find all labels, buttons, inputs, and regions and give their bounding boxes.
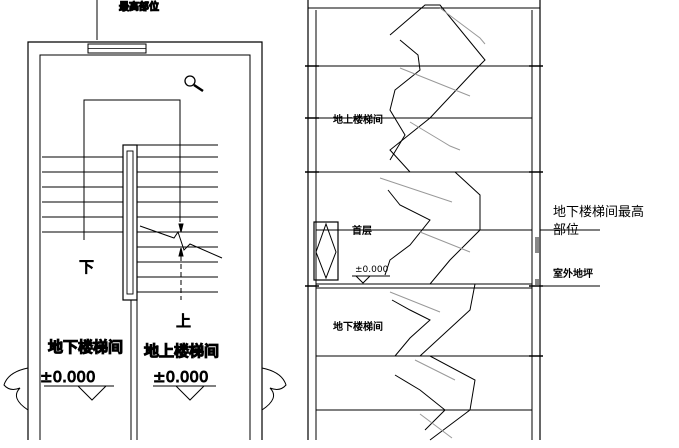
plan-top-label: 最高部位 [119, 0, 159, 13]
section-view [305, 0, 600, 441]
section-lower-room: 地下楼梯间 [333, 320, 383, 333]
plan-right-level: ±0.000 [153, 368, 209, 386]
down-mark: 下 [79, 258, 94, 276]
outdoor-ground-label: 室外地坪 [553, 267, 593, 280]
section-ground-level: ±0.000 [355, 265, 389, 275]
section-ground-floor: 首层 [352, 224, 372, 237]
plan-left-room: 地下楼梯间 [48, 338, 123, 356]
highest-part-label-2: 部位 [553, 223, 579, 238]
plan-view: 最高部位 [3, 0, 287, 440]
plan-left-level: ±0.000 [40, 368, 96, 386]
plan-right-room: 地上楼梯间 [144, 342, 219, 360]
magnifier-icon [184, 75, 204, 93]
up-mark: 上 [176, 312, 191, 330]
highest-part-label-1: 地下楼梯间最高 [553, 204, 644, 220]
section-upper-room: 地上楼梯间 [333, 113, 383, 126]
